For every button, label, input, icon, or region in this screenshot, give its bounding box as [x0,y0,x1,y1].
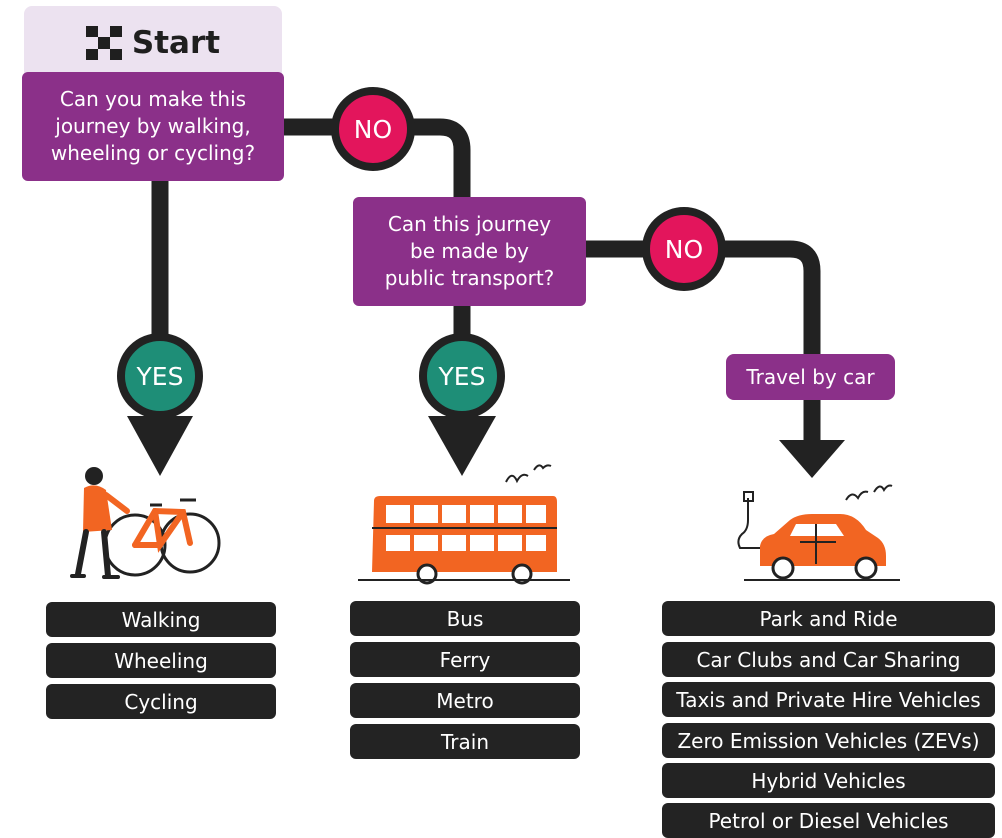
yes-badge-1: YES [117,333,203,419]
question-public-transport-text: Can this journey be made by public trans… [384,212,555,290]
electric-car-illustration [737,491,900,581]
option-taxis: Taxis and Private Hire Vehicles [662,682,995,717]
birds-icon [505,464,552,484]
option-cycling: Cycling [46,684,276,719]
question-public-transport: Can this journey be made by public trans… [353,197,586,306]
option-car-clubs: Car Clubs and Car Sharing [662,642,995,677]
yes-badge-2: YES [419,333,505,419]
travel-by-car-text: Travel by car [746,365,875,389]
connector-q1-no [282,118,471,200]
option-park-and-ride: Park and Ride [662,601,995,636]
question-walk-wheel-cycle-text: Can you make this journey by walking, wh… [50,87,256,165]
option-train: Train [350,724,580,759]
option-hybrid: Hybrid Vehicles [662,763,995,798]
option-wheeling: Wheeling [46,643,276,678]
arrowhead-active [127,416,193,476]
arrowhead-car [779,440,845,478]
option-zevs: Zero Emission Vehicles (ZEVs) [662,723,995,758]
option-walking: Walking [46,602,276,637]
double-decker-bus-illustration [358,496,570,585]
no-badge-2: NO [642,207,726,291]
option-ferry: Ferry [350,642,580,677]
travel-by-car-box: Travel by car [726,354,895,400]
start-box: Start [24,6,282,80]
option-bus: Bus [350,601,580,636]
question-walk-wheel-cycle: Can you make this journey by walking, wh… [22,72,284,181]
checkered-flag-icon [85,26,122,60]
person-with-bicycle-illustration [70,467,221,579]
no-badge-1: NO [331,87,415,171]
birds-icon [845,484,893,501]
option-petrol-diesel: Petrol or Diesel Vehicles [662,803,995,838]
start-label: Start [131,25,221,61]
option-metro: Metro [350,683,580,718]
connector-q2-no [584,240,821,356]
arrowhead-public [428,416,496,476]
